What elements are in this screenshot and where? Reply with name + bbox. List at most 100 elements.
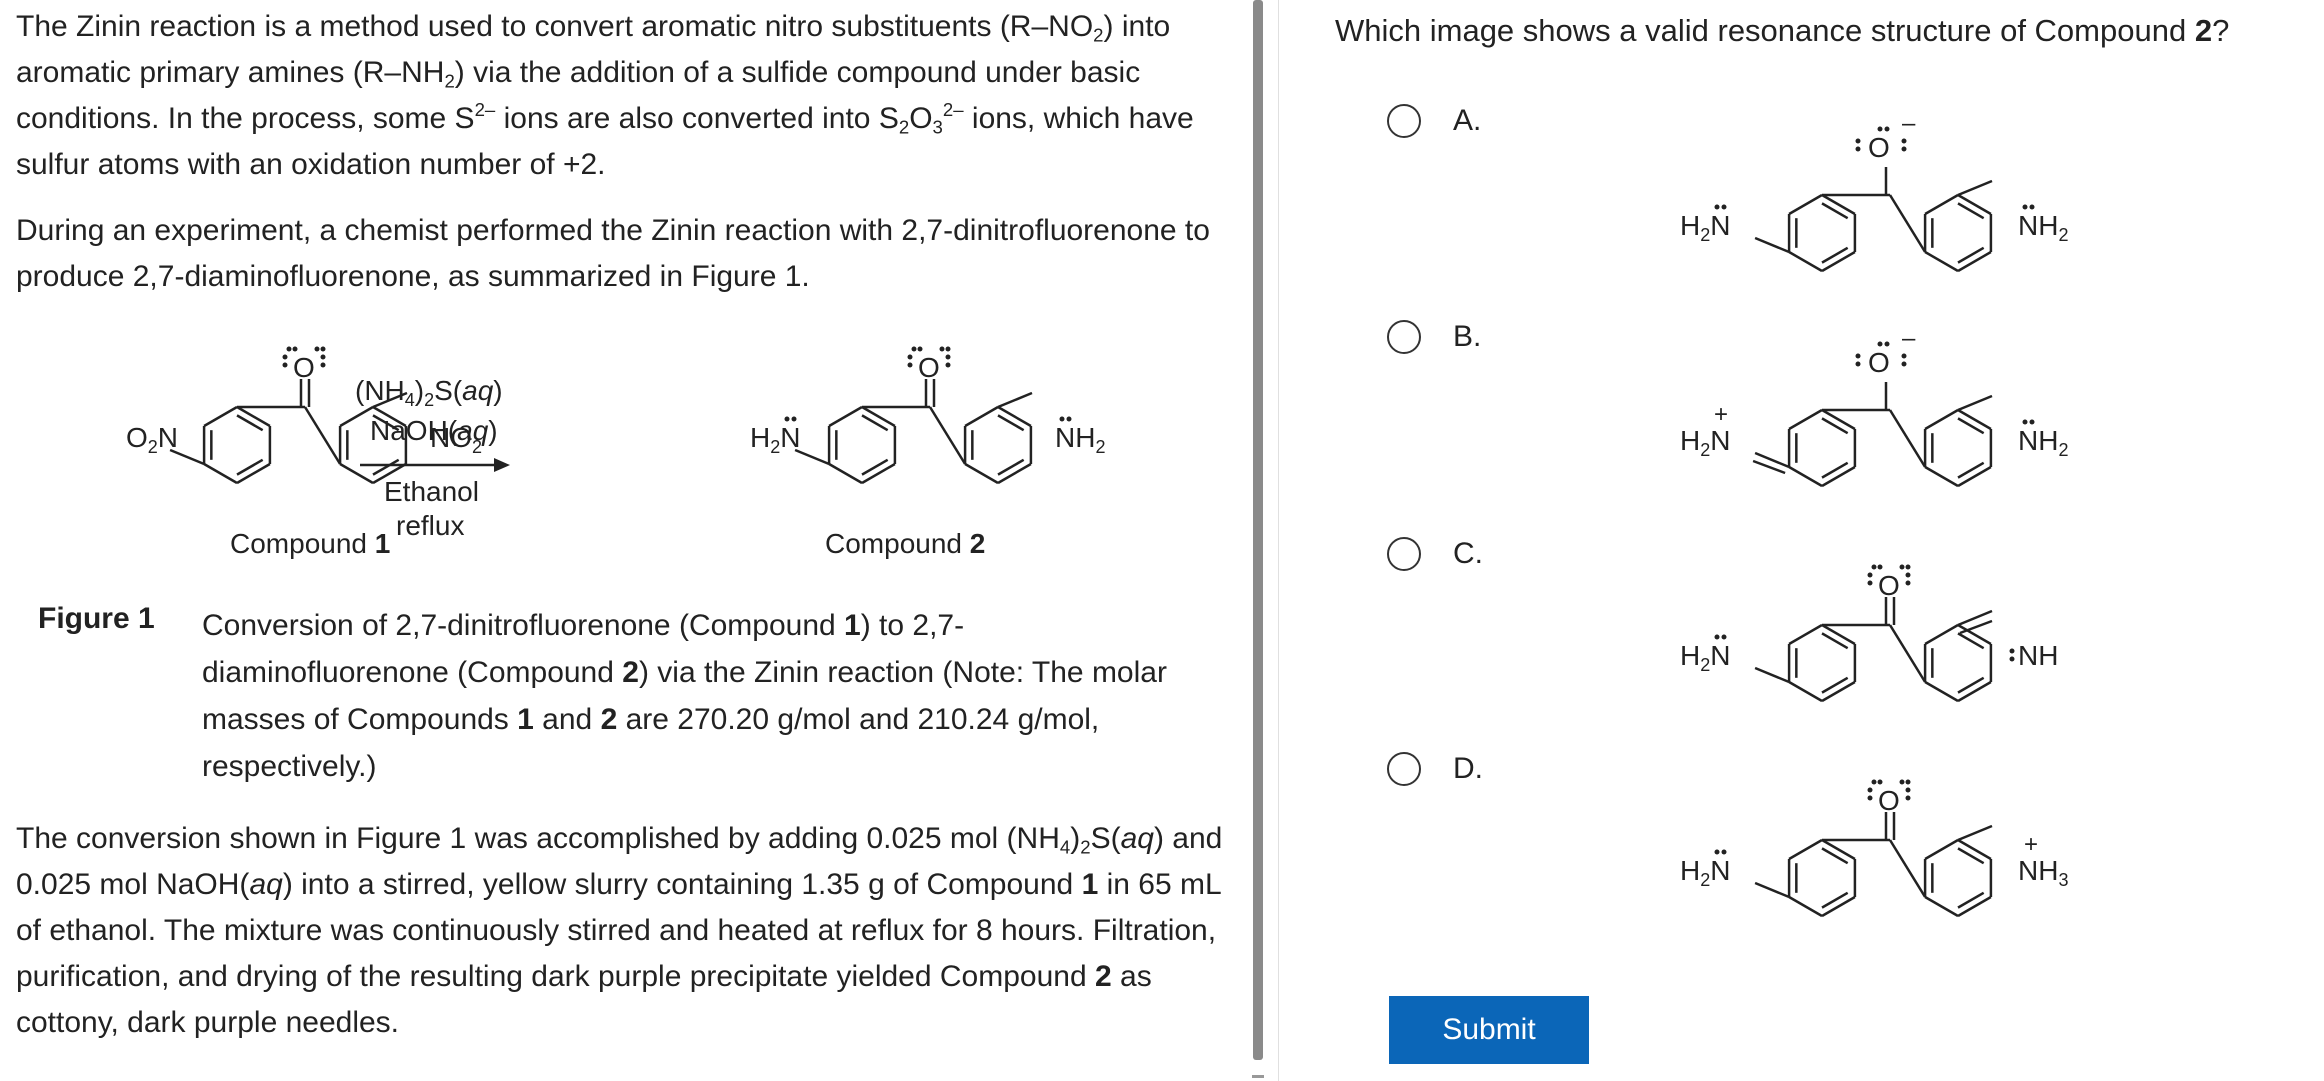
o2n-group: O2N — [126, 422, 178, 457]
reaction-arrowhead — [494, 458, 510, 472]
divider-handle[interactable] — [1252, 1075, 1264, 1078]
substituent-bond — [169, 448, 205, 466]
substituent-bond — [997, 391, 1033, 409]
svg-text:H2N: H2N — [750, 422, 800, 457]
ring-bond — [1788, 250, 1823, 273]
option-c-structure: O H2N NH — [1680, 564, 2058, 703]
svg-text:O: O — [1868, 347, 1890, 378]
ring-bond — [1821, 623, 1856, 646]
option-d-label: D. — [1453, 752, 1483, 785]
condition-reflux: reflux — [396, 510, 464, 541]
option-b-label: B. — [1453, 320, 1482, 353]
ring-bond — [964, 405, 999, 428]
svg-text:–: – — [1902, 110, 1916, 137]
ring-bond — [1924, 895, 1959, 918]
option-a-structure: O – H2N NH2 — [1680, 110, 2068, 273]
double-bond — [1957, 891, 1985, 909]
ring-bond — [339, 405, 374, 428]
ring-bond — [1821, 250, 1856, 273]
ring-bond — [1788, 680, 1823, 703]
double-bond — [997, 458, 1025, 476]
double-bond — [1957, 676, 1985, 694]
ring-bond — [303, 406, 342, 465]
option-a-radio[interactable] — [1387, 104, 1421, 138]
option-d-radio[interactable] — [1387, 752, 1421, 786]
figure-caption: Conversion of 2,7-dinitrofluorenone (Com… — [202, 609, 1167, 783]
substituent-bond — [1957, 609, 1993, 627]
ring-bond — [1957, 895, 1992, 918]
svg-text:NH: NH — [2018, 640, 2058, 671]
ring-bond — [1788, 838, 1823, 861]
ring-bond — [1888, 409, 1927, 468]
ring-bond — [964, 462, 999, 485]
ring-bond — [928, 406, 967, 465]
ring-bond — [1788, 895, 1823, 918]
ring-bond — [861, 405, 896, 428]
ring-bond — [1957, 408, 1992, 431]
svg-text:NH2: NH2 — [2018, 425, 2068, 460]
ring-bond — [1788, 193, 1823, 216]
no2-group: NO2 — [430, 422, 482, 457]
ring-bond — [1821, 408, 1856, 431]
ring-bond — [236, 462, 271, 485]
question-pane: Which image shows a valid resonance stru… — [1265, 0, 2324, 1081]
ring-bond — [1821, 680, 1856, 703]
intro-paragraph: The Zinin reaction is a method used to c… — [16, 10, 1194, 181]
option-c-label: C. — [1453, 537, 1483, 570]
ring-bond — [1957, 193, 1992, 216]
ring-bond — [1821, 895, 1856, 918]
substituent-double-bond — [1959, 619, 1993, 635]
option-b-radio[interactable] — [1387, 320, 1421, 354]
ring-bond — [1957, 250, 1992, 273]
compound-2-h2n: H2N — [750, 416, 800, 457]
ring-bond — [1957, 623, 1992, 646]
substituent-bond — [1957, 179, 1993, 197]
option-b-structure: O – H2N + NH2 — [1680, 325, 2068, 488]
double-bond — [372, 414, 400, 432]
double-bond — [372, 458, 400, 476]
substituent-double-bond — [1752, 459, 1786, 475]
substituent-bond — [794, 448, 830, 466]
ring-bond — [372, 405, 407, 428]
compound-2-label: Compound 2 — [825, 528, 985, 559]
svg-text:NH2: NH2 — [1055, 422, 1105, 457]
figure-1-reaction: O O2N NO2 (NH4)2S(aq) NaOH(aq) Ethanol r… — [126, 346, 1105, 559]
svg-text:H2N: H2N — [1680, 425, 1730, 460]
submit-button[interactable]: Submit — [1389, 996, 1589, 1064]
pane-divider-scrollbar[interactable] — [1253, 0, 1263, 1060]
ring-bond — [1924, 623, 1959, 646]
svg-text:O: O — [1868, 132, 1890, 163]
double-bond — [1821, 891, 1849, 909]
ring-bond — [1888, 624, 1927, 683]
ring-bond — [203, 405, 238, 428]
svg-text:+: + — [1714, 401, 1728, 428]
double-bond — [236, 458, 264, 476]
right-pane-border — [1278, 0, 1279, 1081]
compound-1-label: Compound 1 — [230, 528, 390, 559]
ring-bond — [997, 405, 1032, 428]
double-bond — [997, 414, 1025, 432]
procedure-paragraph: The conversion shown in Figure 1 was acc… — [16, 822, 1223, 1039]
ring-bond — [861, 462, 896, 485]
svg-text:–: – — [1902, 325, 1916, 352]
figure-caption-label: Figure 1 — [38, 602, 155, 635]
svg-text:O: O — [293, 352, 315, 383]
ring-bond — [1924, 680, 1959, 703]
double-bond — [1821, 847, 1849, 865]
ring-bond — [1888, 839, 1927, 898]
experiment-paragraph: During an experiment, a chemist performe… — [16, 214, 1210, 293]
ring-bond — [1924, 408, 1959, 431]
svg-text:O: O — [918, 352, 940, 383]
ring-bond — [1924, 193, 1959, 216]
substituent-bond — [372, 391, 408, 409]
ring-bond — [1821, 193, 1856, 216]
compound-2-structure — [794, 379, 1033, 485]
ring-bond — [997, 462, 1032, 485]
ring-bond — [1788, 408, 1823, 431]
reagent-2: NaOH(aq) — [370, 415, 498, 446]
ring-bond — [1821, 465, 1856, 488]
option-c-radio[interactable] — [1387, 537, 1421, 571]
double-bond — [1957, 632, 1985, 650]
compound-2-nh2: NH2 — [1055, 416, 1105, 457]
ring-bond — [236, 405, 271, 428]
